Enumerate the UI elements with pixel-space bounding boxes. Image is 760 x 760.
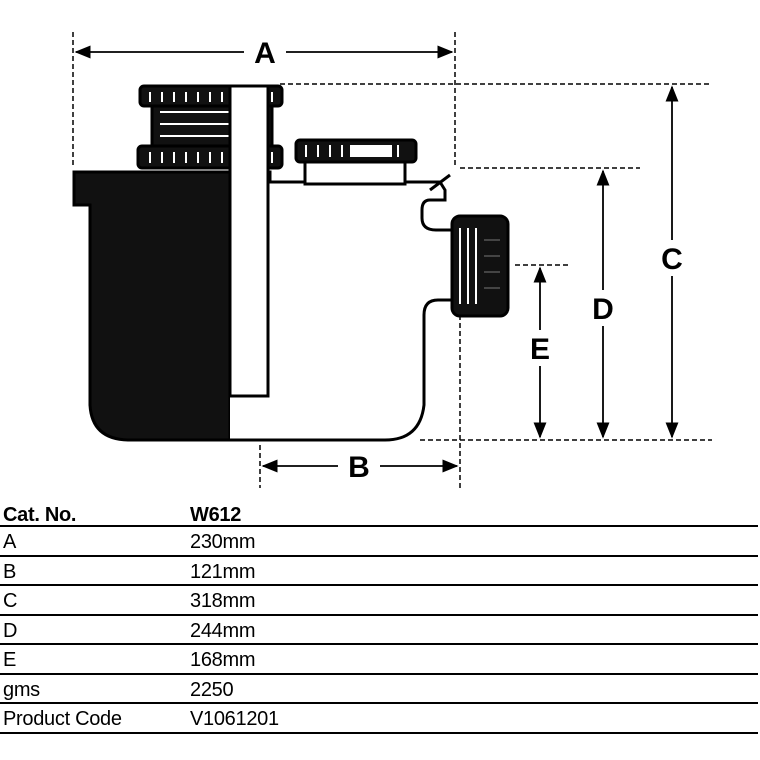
dimension-c-label: C xyxy=(661,243,683,276)
table-row: D 244mm xyxy=(0,616,758,645)
dimension-b: B xyxy=(261,450,459,484)
row-label: Product Code xyxy=(3,708,122,730)
row-value: 2250 xyxy=(190,678,234,701)
table-row: gms 2250 xyxy=(0,675,758,704)
row-label: B xyxy=(3,560,17,583)
dimension-d: D xyxy=(583,169,623,439)
row-label: gms xyxy=(3,678,40,701)
dimension-a: A xyxy=(74,36,454,70)
row-label: D xyxy=(3,619,18,642)
row-value: V1061201 xyxy=(190,708,279,730)
row-value: 230mm xyxy=(190,531,256,553)
header-label: Cat. No. xyxy=(3,504,77,526)
dip-tube xyxy=(228,84,270,398)
dimension-e: E xyxy=(520,266,560,439)
row-value: 168mm xyxy=(190,649,256,671)
dimension-c: C xyxy=(652,85,692,439)
dimension-b-label: B xyxy=(348,451,370,484)
table-row: Product Code V1061201 xyxy=(0,704,758,734)
row-value: 244mm xyxy=(190,619,256,642)
row-label: A xyxy=(3,531,17,553)
row-label: E xyxy=(3,649,17,671)
dimension-d-label: D xyxy=(592,293,614,326)
bottle-trap-body xyxy=(72,84,510,442)
table-row: A 230mm xyxy=(0,527,758,557)
side-inlet-nut xyxy=(294,138,418,186)
specification-table: Cat. No. W612 A 230mm B 121mm C 318mm D … xyxy=(0,500,758,734)
dimension-a-label: A xyxy=(254,37,276,70)
bottle-trap-dimension-drawing: A B C D E xyxy=(72,32,712,488)
row-label: C xyxy=(3,590,18,612)
dimension-e-label: E xyxy=(530,333,550,366)
extension-lines xyxy=(72,32,712,488)
header-value: W612 xyxy=(190,504,242,526)
outlet-nut xyxy=(450,214,510,318)
table-row: B 121mm xyxy=(0,557,758,586)
table-header-row: Cat. No. W612 xyxy=(0,500,758,527)
row-value: 318mm xyxy=(190,590,256,612)
row-value: 121mm xyxy=(190,560,256,583)
table-row: E 168mm xyxy=(0,645,758,675)
trap-bottle-dark-half xyxy=(72,170,232,442)
trap-bottle-outline xyxy=(230,170,454,442)
table-row: C 318mm xyxy=(0,586,758,616)
